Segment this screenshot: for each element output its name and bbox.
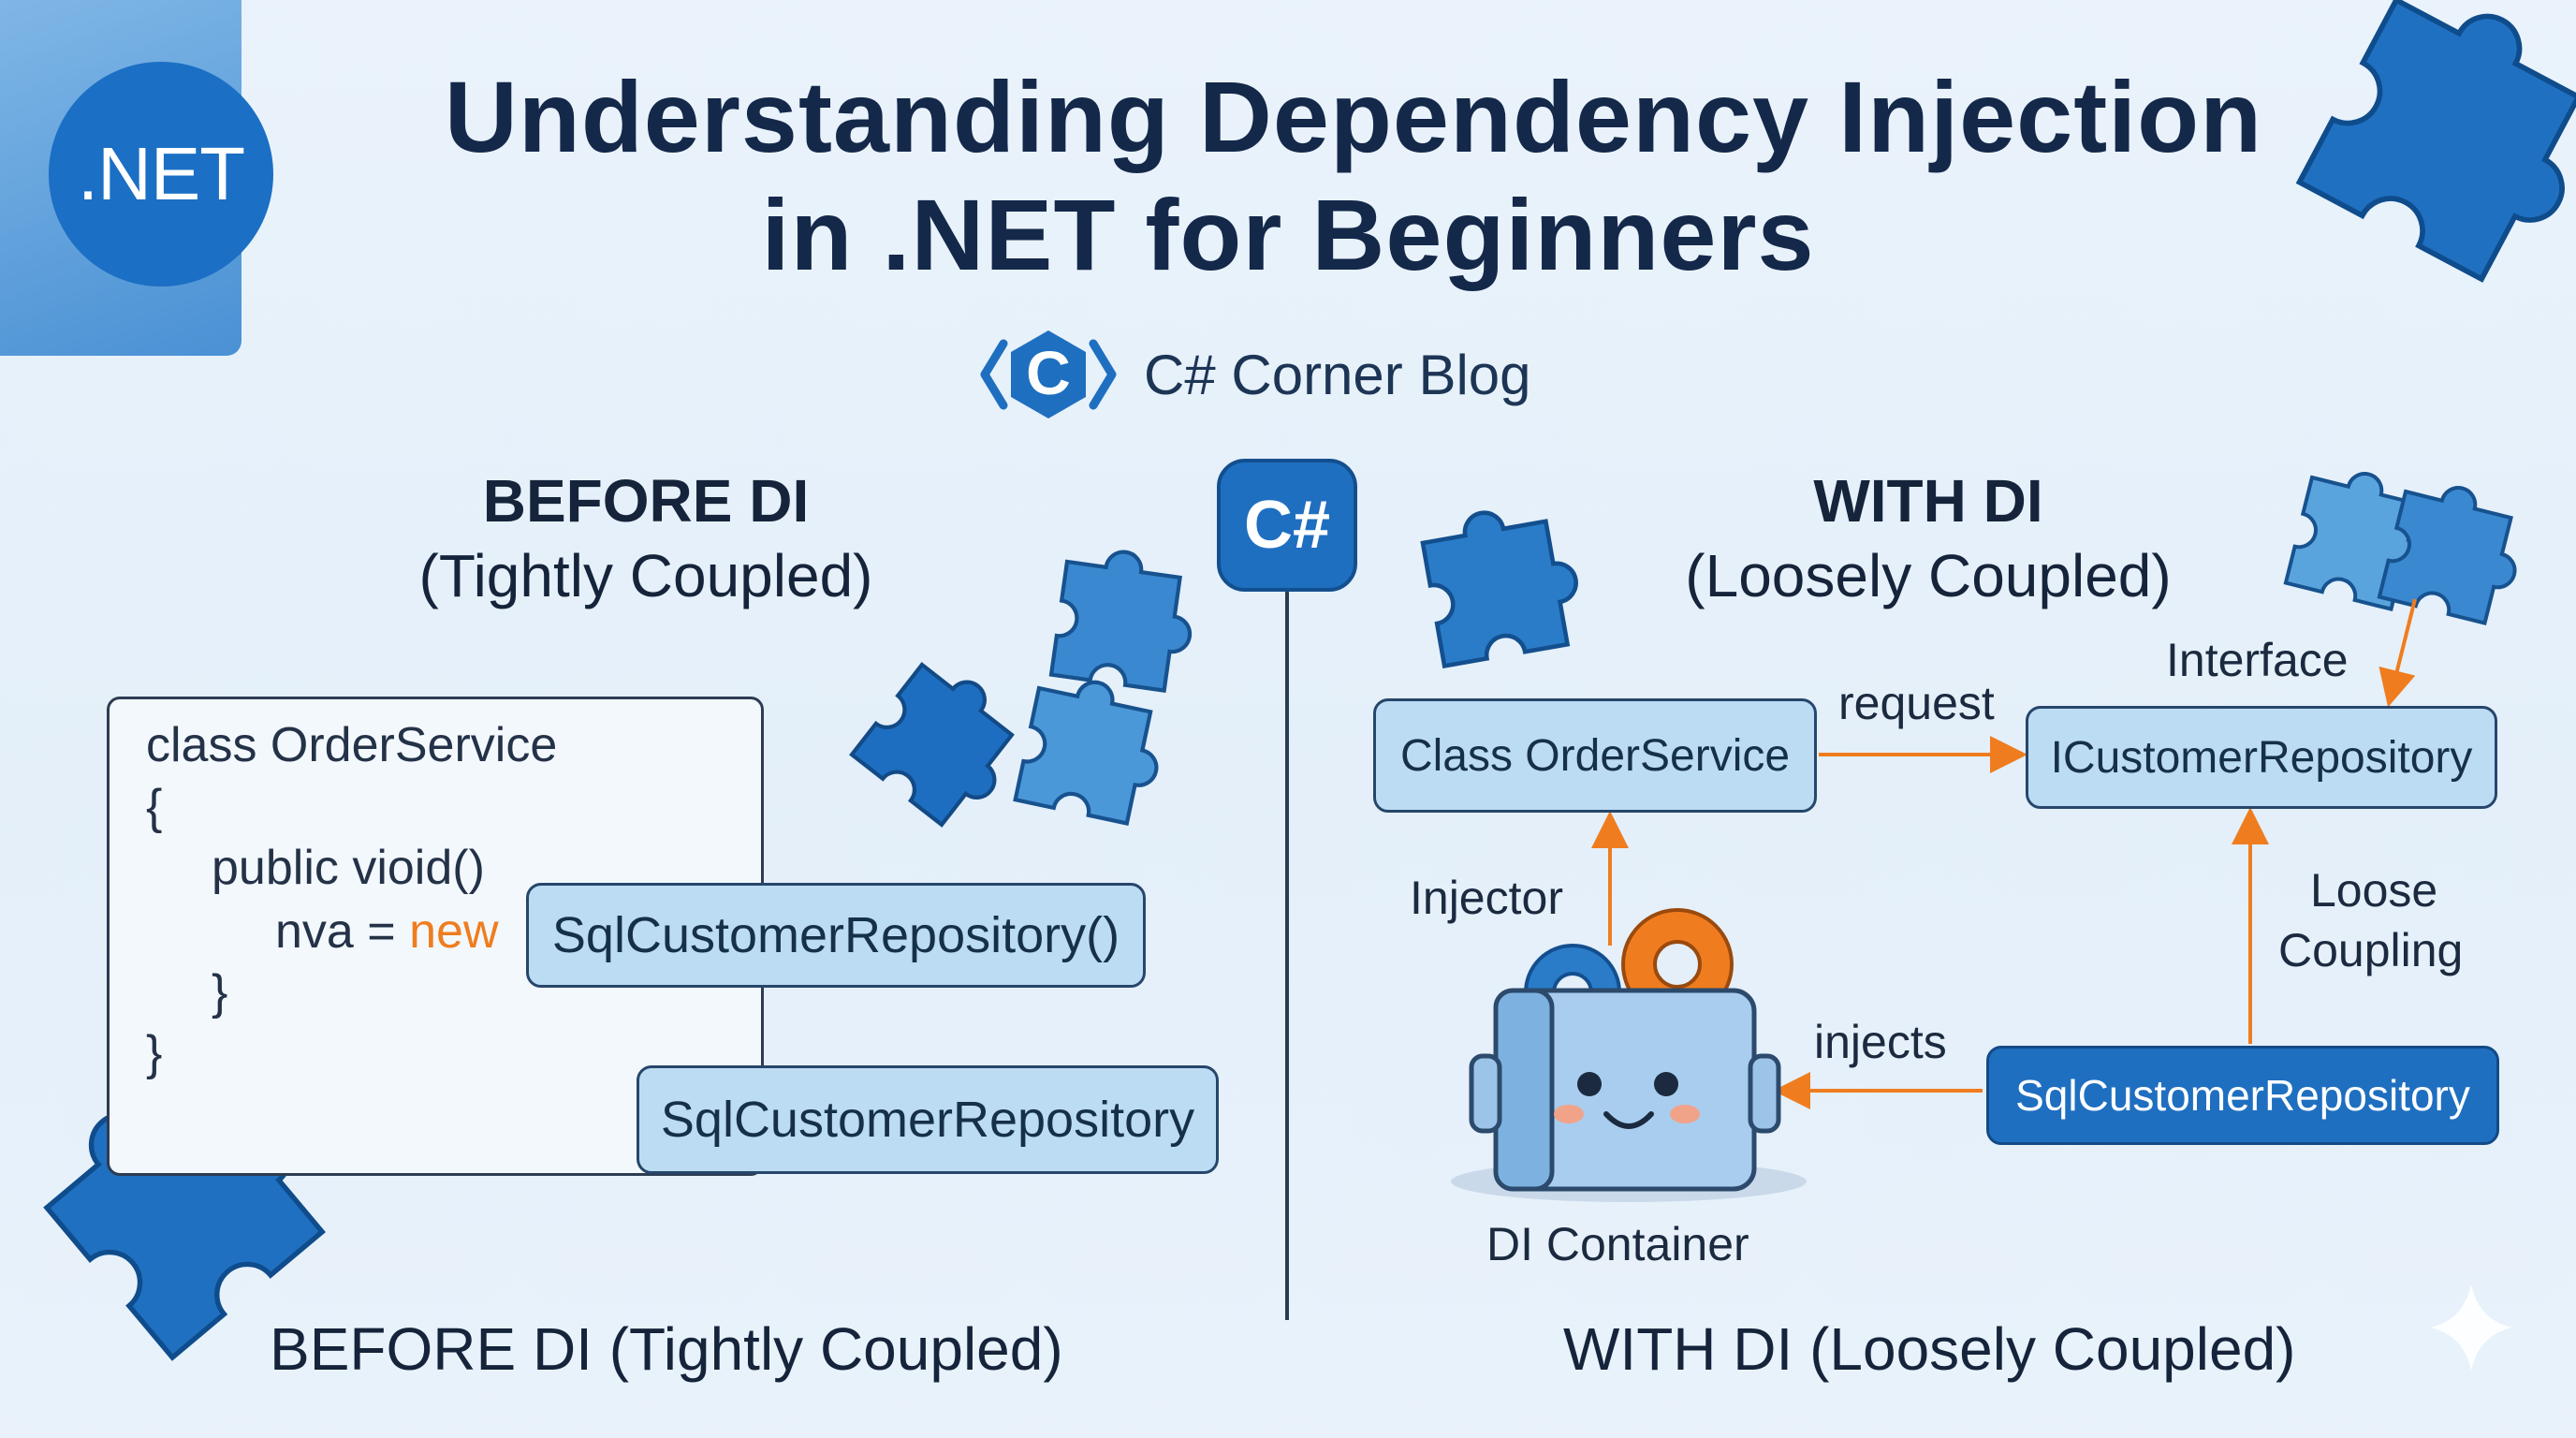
interface-label: Interface xyxy=(2166,634,2349,686)
code-line-method: public vioid() xyxy=(212,841,485,895)
before-subheading: (Tightly Coupled) xyxy=(418,542,873,609)
sql-repository-impl-box: SqlCustomerRepository xyxy=(1986,1046,2499,1145)
puzzle-piece-icon xyxy=(1016,671,1172,828)
logo-letter: C xyxy=(1026,338,1071,407)
brand: C C# Corner Blog xyxy=(973,323,1531,426)
with-heading: WITH DI xyxy=(1813,467,2043,535)
sql-repository-inline-pill: SqlCustomerRepository() xyxy=(526,883,1146,988)
interface-box: ICustomerRepository xyxy=(2026,706,2497,809)
code-new-keyword: new xyxy=(409,904,499,959)
loose-coupling-label-1: Loose xyxy=(2310,864,2438,917)
dotnet-badge: .NET xyxy=(49,62,273,286)
sql-repository-pill: SqlCustomerRepository xyxy=(637,1065,1219,1174)
sparkle-icon xyxy=(2430,1284,2512,1371)
injector-label: Injector xyxy=(1410,872,1563,924)
page-title: Understanding Dependency Injection xyxy=(444,60,2263,173)
code-line-open-brace: { xyxy=(146,780,163,834)
puzzle-piece-icon xyxy=(1051,544,1200,693)
page-subtitle: in .NET for Beginners xyxy=(761,178,1815,291)
order-service-box: Class OrderService xyxy=(1373,698,1817,813)
di-container-label: DI Container xyxy=(1486,1218,1749,1270)
before-footer: BEFORE DI (Tightly Coupled) xyxy=(270,1315,1063,1383)
code-line-assign: nva = new xyxy=(275,903,499,960)
code-line-close-outer: } xyxy=(146,1026,163,1080)
injects-label: injects xyxy=(1814,1016,1947,1068)
before-heading: BEFORE DI xyxy=(482,467,810,535)
with-subheading: (Loosely Coupled) xyxy=(1685,542,2172,609)
loose-coupling-label-2: Coupling xyxy=(2278,924,2464,976)
blog-name: C# Corner Blog xyxy=(1144,343,1531,406)
with-footer: WITH DI (Loosely Coupled) xyxy=(1563,1315,2296,1383)
code-line-class: class OrderService xyxy=(146,718,558,772)
csharp-corner-logo-icon: C xyxy=(980,330,1117,418)
csharp-badge: C# xyxy=(1217,459,1357,592)
code-line-close-inner: } xyxy=(212,965,228,1020)
code-assign-text: nva = xyxy=(275,904,410,959)
robot-box-icon xyxy=(1451,908,1807,1202)
puzzle-piece-icon xyxy=(1419,499,1587,667)
puzzle-piece-icon xyxy=(852,651,1036,835)
request-label: request xyxy=(1838,677,1995,729)
